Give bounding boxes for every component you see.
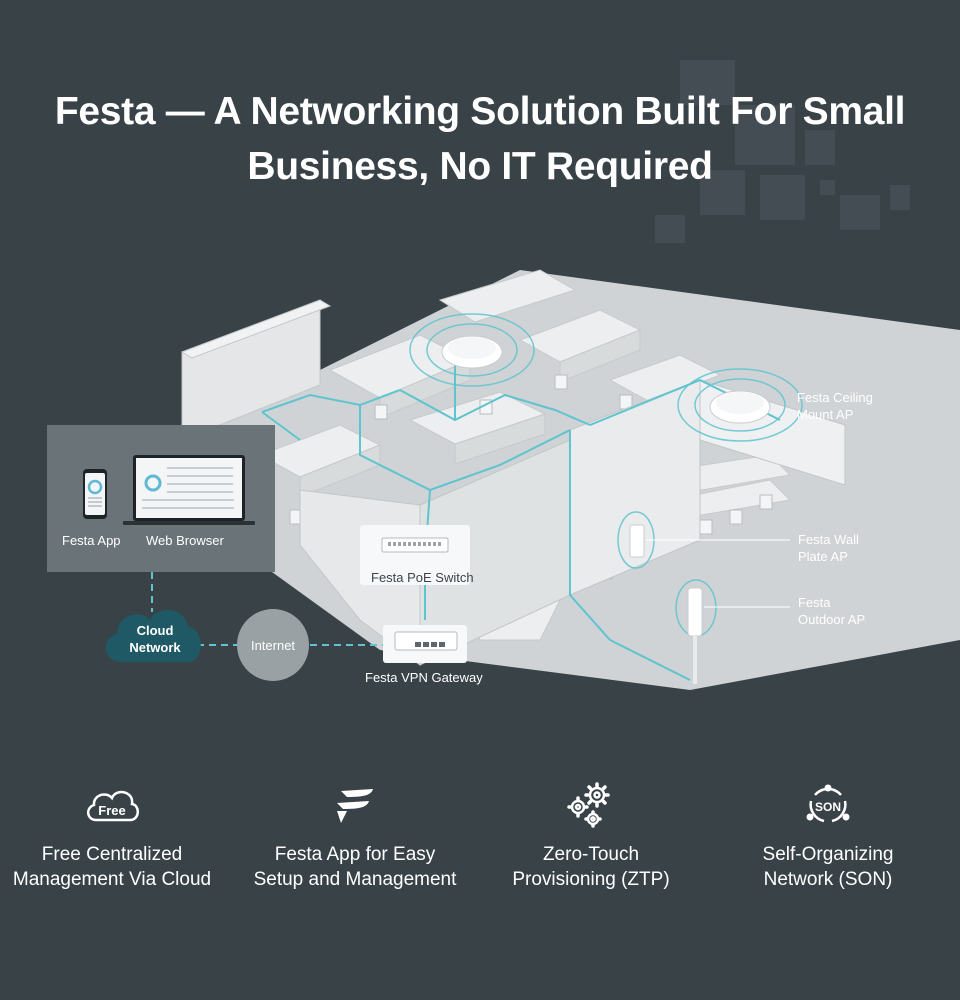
son-badge-text: SON [815, 800, 841, 814]
feature-ztp: Zero-Touch Provisioning (ZTP) [471, 780, 711, 892]
son-icon: SON [708, 780, 948, 830]
page-title: Festa — A Networking Solution Built For … [0, 84, 960, 194]
management-panel: Festa App Web Browser [47, 425, 275, 572]
free-cloud-icon: Free [0, 780, 232, 830]
feature-label: Management Via Cloud [12, 869, 212, 890]
cloud-network-label: Cloud Network [129, 623, 181, 655]
feature-free-cloud: Free Free Centralized Management Via Clo… [0, 780, 232, 892]
feature-label: Zero-Touch [542, 844, 640, 865]
wall-plate-ap-label: Festa Wall Plate AP [798, 532, 859, 564]
feature-label: Provisioning (ZTP) [512, 869, 670, 890]
feature-label: Festa App for Easy [274, 844, 436, 865]
title-line-1: Festa — A Networking Solution Built For … [54, 90, 906, 133]
gears-icon [471, 780, 711, 830]
feature-son: SON Self-Organizing Network (SON) [708, 780, 948, 892]
outdoor-ap-label: Festa Outdoor AP [798, 595, 866, 627]
cloud-connections [151, 572, 383, 646]
vpn-gateway-device [394, 631, 458, 651]
wall-plate-ap [629, 524, 645, 558]
feature-label: Network (SON) [763, 869, 893, 890]
outdoor-ap [687, 587, 703, 684]
internet-label: Internet [250, 638, 296, 653]
back-shelves [180, 299, 332, 441]
ceiling-ap-1 [441, 335, 503, 369]
office-network-diagram [105, 269, 960, 690]
label-leader-lines [646, 539, 790, 608]
poe-switch-label: Festa PoE Switch [371, 570, 474, 585]
cloud-network-shape [105, 610, 201, 662]
web-browser-label: Web Browser [146, 533, 224, 548]
phone-and-laptop-icon [83, 455, 255, 525]
feature-label: Free Centralized [41, 844, 183, 865]
wifi-coverage [409, 313, 803, 637]
feature-label: Setup and Management [253, 869, 457, 890]
free-badge-text: Free [98, 803, 125, 818]
feature-list: Free Free Centralized Management Via Clo… [0, 780, 960, 920]
vpn-gateway-label: Festa VPN Gateway [365, 670, 483, 685]
ceiling-ap-2 [709, 390, 771, 424]
title-line-2: Business, No IT Required [247, 145, 713, 188]
festa-app-label: Festa App [62, 533, 121, 548]
feature-label: Self-Organizing [762, 844, 894, 865]
ceiling-ap-label: Festa Ceiling Mount AP [797, 390, 873, 422]
feature-festa-app: Festa App for Easy Setup and Management [235, 780, 475, 892]
poe-switch-device [381, 537, 449, 553]
internet-circle [237, 609, 309, 681]
festa-logo-icon [235, 780, 475, 830]
